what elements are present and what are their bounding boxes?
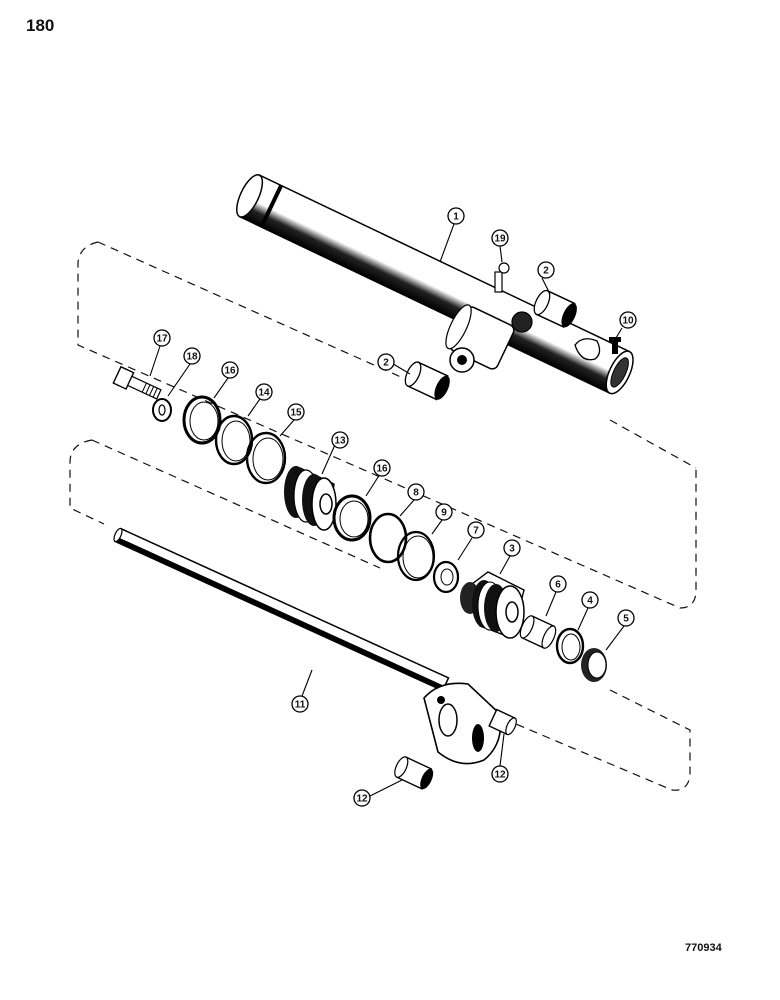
callout-circle	[617, 609, 635, 627]
ring-15	[245, 431, 287, 485]
bolt	[112, 365, 162, 400]
callout-circle	[581, 591, 599, 609]
callout-circle	[503, 539, 521, 557]
callout-circle	[291, 695, 309, 713]
callout-label: 16	[376, 464, 388, 475]
callout-12: 12	[491, 765, 509, 783]
callout-label: 2	[543, 266, 549, 277]
piston	[284, 466, 337, 531]
barrel-trunnion-pin-right	[511, 311, 533, 333]
backup-ring	[396, 530, 436, 582]
callout-label: 15	[290, 408, 302, 419]
callout-label: 12	[494, 770, 506, 781]
callout-circle	[373, 459, 391, 477]
callout-10: 10	[619, 311, 637, 329]
callout-label: 5	[623, 614, 629, 625]
rod-eye-bushing-right	[488, 708, 517, 736]
callout-2: 2	[377, 353, 395, 371]
callout-circle	[331, 431, 349, 449]
ring-16-upper	[182, 395, 222, 445]
callout-circle	[287, 403, 305, 421]
callout-label: 17	[156, 334, 168, 345]
callout-circle	[491, 765, 509, 783]
callout-13: 13	[331, 431, 349, 449]
callout-label: 1	[453, 212, 459, 223]
callout-18: 18	[183, 347, 201, 365]
barrel-trunnion-pin-left	[449, 347, 475, 373]
callout-label: 18	[186, 352, 198, 363]
callout-circle	[153, 329, 171, 347]
callout-label: 10	[622, 316, 634, 327]
rod-eye	[423, 682, 502, 765]
callout-12: 12	[353, 789, 371, 807]
callout-label: 16	[224, 366, 236, 377]
rod-bushing	[519, 615, 557, 649]
callout-16: 16	[373, 459, 391, 477]
wiper-seal	[581, 648, 607, 682]
upper-group-outline-top	[97, 241, 431, 391]
washer	[152, 398, 172, 422]
page-number: 180	[26, 16, 55, 35]
ring-16-lower	[332, 494, 372, 542]
callout-circle	[447, 207, 465, 225]
callout-circle	[353, 789, 371, 807]
callout-circle	[435, 503, 453, 521]
callout-circle	[255, 383, 273, 401]
callout-5: 5	[617, 609, 635, 627]
callout-label: 13	[334, 436, 346, 447]
callout-circle	[377, 353, 395, 371]
callout-3: 3	[503, 539, 521, 557]
callout-label: 4	[587, 596, 593, 607]
callout-label: 12	[356, 794, 368, 805]
callout-circle	[221, 361, 239, 379]
cylinder-barrel	[236, 174, 634, 395]
callout-1: 1	[447, 207, 465, 225]
callout-circle	[549, 575, 567, 593]
seal-ring	[432, 560, 460, 594]
o-ring	[368, 512, 408, 564]
callout-circle	[491, 229, 509, 247]
gland	[460, 571, 525, 639]
callout-6: 6	[549, 575, 567, 593]
callout-label: 7	[473, 526, 479, 537]
callout-circle	[537, 261, 555, 279]
callout-19: 19	[491, 229, 509, 247]
bushing-lower	[404, 361, 450, 401]
callout-circle	[619, 311, 637, 329]
callout-circle	[467, 521, 485, 539]
callout-9: 9	[435, 503, 453, 521]
callout-7: 7	[467, 521, 485, 539]
callout-label: 9	[441, 508, 447, 519]
callout-8: 8	[407, 483, 425, 501]
callout-label: 14	[258, 388, 270, 399]
barrel-port-boss	[574, 338, 601, 361]
callout-label: 11	[295, 700, 306, 711]
callout-17: 17	[153, 329, 171, 347]
callout-14: 14	[255, 383, 273, 401]
callout-circle	[183, 347, 201, 365]
callout-4: 4	[581, 591, 599, 609]
drawing-number: 770934	[685, 942, 722, 954]
callout-label: 6	[555, 580, 561, 591]
callout-circle	[407, 483, 425, 501]
grease-fitting	[494, 262, 510, 293]
bushing-upper	[533, 289, 577, 329]
callout-label: 8	[413, 488, 419, 499]
callout-2: 2	[537, 261, 555, 279]
callout-15: 15	[287, 403, 305, 421]
upper-group-outline-right	[609, 419, 697, 469]
callout-label: 19	[494, 234, 506, 245]
callout-label: 3	[509, 544, 515, 555]
callout-11: 11	[291, 695, 309, 713]
rod-seal-ring	[555, 627, 585, 665]
rod-eye-bushing-left	[394, 756, 434, 790]
callout-16: 16	[221, 361, 239, 379]
callout-label: 2	[383, 358, 389, 369]
lower-group-outline	[69, 439, 691, 791]
set-screw	[609, 337, 621, 354]
